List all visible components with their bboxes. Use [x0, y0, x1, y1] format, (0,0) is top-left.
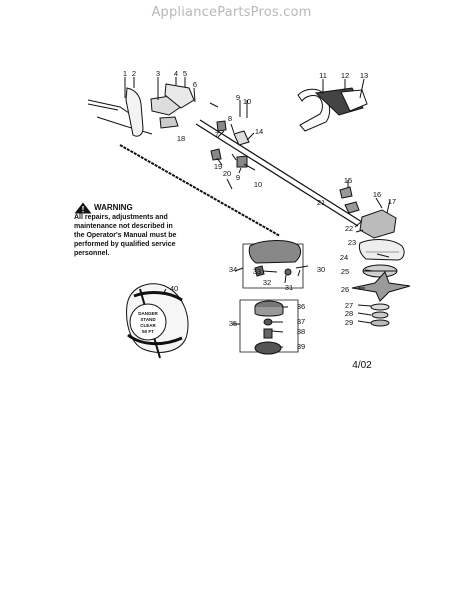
warning-triangle-icon — [74, 202, 92, 214]
callout-1: 1 — [123, 69, 127, 78]
callout-38: 38 — [297, 327, 305, 336]
callout-36: 36 — [297, 302, 305, 311]
callout-6: 6 — [193, 80, 197, 89]
warning-title: WARNING — [94, 203, 133, 212]
callout-9: 9 — [236, 93, 240, 102]
callout-11: 11 — [319, 71, 327, 80]
cutting-blade-part — [351, 271, 411, 302]
callout-12: 12 — [341, 71, 349, 80]
callout-10: 10 — [243, 97, 251, 106]
revision-label: 4/02 — [352, 360, 372, 371]
callout-22: 22 — [345, 224, 353, 233]
callout-40: 40 — [170, 284, 178, 293]
callout-7: 7 — [215, 130, 219, 139]
danger-decal — [129, 303, 167, 341]
callout-4: 4 — [174, 69, 178, 78]
callout-25: 25 — [341, 267, 349, 276]
callout-34: 34 — [229, 265, 237, 274]
blade-guard-part — [358, 239, 405, 261]
callout-35: 35 — [229, 319, 237, 328]
callout-19: 19 — [214, 162, 222, 171]
decal-line-1: DANGER — [138, 311, 158, 316]
callout-21: 21 — [317, 198, 325, 207]
warning-box: WARNING All repairs, adjustments and mai… — [74, 202, 180, 258]
callout-17: 17 — [388, 197, 396, 206]
decal-line-2: STAND — [140, 317, 156, 322]
callout-16: 16 — [373, 190, 381, 199]
trimmer-guard-part — [248, 240, 302, 264]
callout-8: 8 — [228, 114, 232, 123]
callout-14: 14 — [255, 127, 263, 136]
decal-line-3: CLEAR — [140, 323, 156, 328]
callout-20: 20 — [223, 169, 231, 178]
callout-31: 31 — [285, 283, 293, 292]
site-watermark: AppliancePartsPros.com — [151, 5, 312, 20]
handle-bar-part — [297, 88, 331, 132]
shaft-tube-part — [199, 119, 363, 223]
callout-32: 32 — [263, 278, 271, 287]
spool-part — [254, 341, 282, 355]
gear-head-part — [359, 209, 397, 239]
callout-37: 37 — [297, 317, 305, 326]
callout-29: 29 — [345, 318, 353, 327]
flex-drive-shaft-part — [119, 144, 281, 237]
callout-27: 27 — [345, 301, 353, 310]
callout-23: 23 — [348, 238, 356, 247]
callout-2: 2 — [132, 69, 136, 78]
callout-39: 39 — [297, 342, 305, 351]
callout-18: 18 — [177, 134, 185, 143]
callout-28: 28 — [345, 309, 353, 318]
callout-9-lower: 9 — [236, 173, 240, 182]
callout-13: 13 — [360, 71, 368, 80]
callout-15: 15 — [344, 176, 352, 185]
callout-5: 5 — [183, 69, 187, 78]
callout-33: 33 — [253, 267, 261, 276]
warning-body: All repairs, adjustments and maintenance… — [74, 214, 177, 257]
callout-24: 24 — [340, 253, 348, 262]
callout-26: 26 — [341, 285, 349, 294]
handle-housing-part — [125, 87, 144, 137]
decal-line-4: 50 FT — [142, 329, 154, 334]
callout-30: 30 — [317, 265, 325, 274]
callout-3: 3 — [156, 69, 160, 78]
callout-10-lower: 10 — [254, 180, 262, 189]
